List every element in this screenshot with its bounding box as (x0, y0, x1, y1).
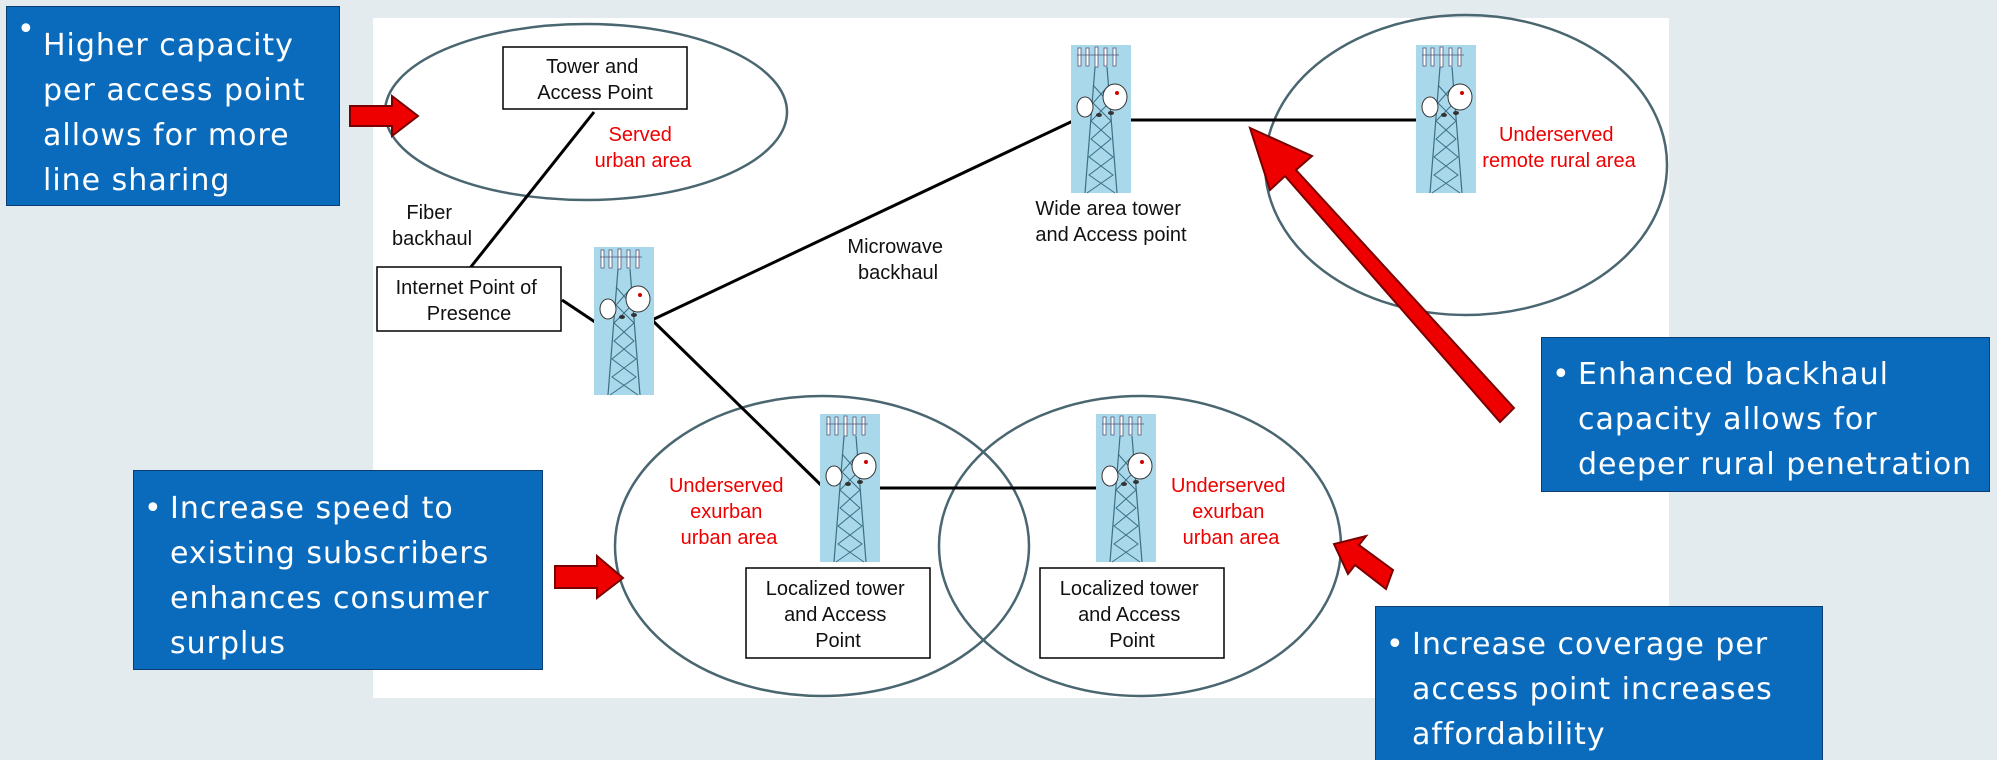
callout-bullet: • (1552, 357, 1571, 392)
internet-pop-label: Internet Point of Presence (396, 277, 543, 325)
callout-higher-capacity: • Higher capacity per access point allow… (6, 6, 340, 206)
cell-tower-icon (1070, 44, 1132, 194)
cell-tower-icon (1095, 413, 1157, 563)
wide-area-tower-label: Wide area tower and Access point (1035, 198, 1187, 246)
callout-bullet: • (1386, 627, 1405, 662)
callout-line: Higher capacity (43, 28, 294, 63)
callout-line: access point increases (1412, 672, 1773, 707)
callout-line: affordability (1412, 717, 1606, 752)
callout-line: line sharing (43, 163, 231, 198)
cell-tower-icon (819, 413, 881, 563)
callout-line: Increase speed to (170, 491, 454, 526)
red-arrow-icon (1248, 126, 1516, 424)
callout-enhanced-backhaul: • Enhanced backhaul capacity allows for … (1541, 337, 1990, 492)
microwave-backhaul-link (651, 118, 1076, 322)
callout-bullet: • (17, 12, 36, 47)
fiber-backhaul-label: Fiber backhaul (392, 202, 472, 250)
callout-line: surplus (170, 626, 286, 661)
callout-line: existing subscribers (170, 536, 490, 571)
exurban-right-area-label: Underserved exurban urban area (1171, 475, 1291, 549)
localized-tower-label-left: Localized tower and Access Point (766, 578, 911, 652)
localized-tower-box-left (745, 567, 931, 659)
tower-to-localized-link (650, 318, 826, 490)
red-arrow-icon (1332, 534, 1395, 591)
remote-rural-area-label: Underserved remote rural area (1482, 124, 1636, 172)
microwave-backhaul-label: Microwave backhaul (847, 236, 948, 284)
cell-tower-icon (1415, 44, 1477, 194)
exurban-left-area-label: Underserved exurban urban area (669, 475, 789, 549)
red-arrow-icon (554, 553, 625, 601)
pop-to-tower-link (561, 298, 599, 326)
cell-tower-icon (593, 246, 655, 396)
internet-pop-box (376, 266, 562, 332)
fiber-backhaul-link (468, 111, 596, 269)
callout-bullet: • (144, 491, 163, 526)
callout-increase-coverage: • Increase coverage per access point inc… (1375, 606, 1823, 760)
callout-line: enhances consumer (170, 581, 490, 616)
localized-tower-box-right (1039, 567, 1225, 659)
callout-line: Increase coverage per (1412, 627, 1769, 662)
callout-line: per access point (43, 73, 306, 108)
callout-increase-speed: • Increase speed to existing subscribers… (133, 470, 543, 670)
red-arrow-icon (349, 93, 420, 139)
callout-line: deeper rural penetration (1578, 447, 1973, 482)
served-urban-area-label: Served urban area (595, 124, 693, 172)
exurban-left-area-boundary (613, 394, 1031, 698)
tower-access-point-box (502, 46, 688, 110)
callout-line: allows for more (43, 118, 290, 153)
tower-access-point-label: Tower and Access Point (537, 56, 653, 104)
localized-tower-label-right: Localized tower and Access Point (1060, 578, 1205, 652)
callout-line: capacity allows for (1578, 402, 1878, 437)
callout-line: Enhanced backhaul (1578, 357, 1889, 392)
